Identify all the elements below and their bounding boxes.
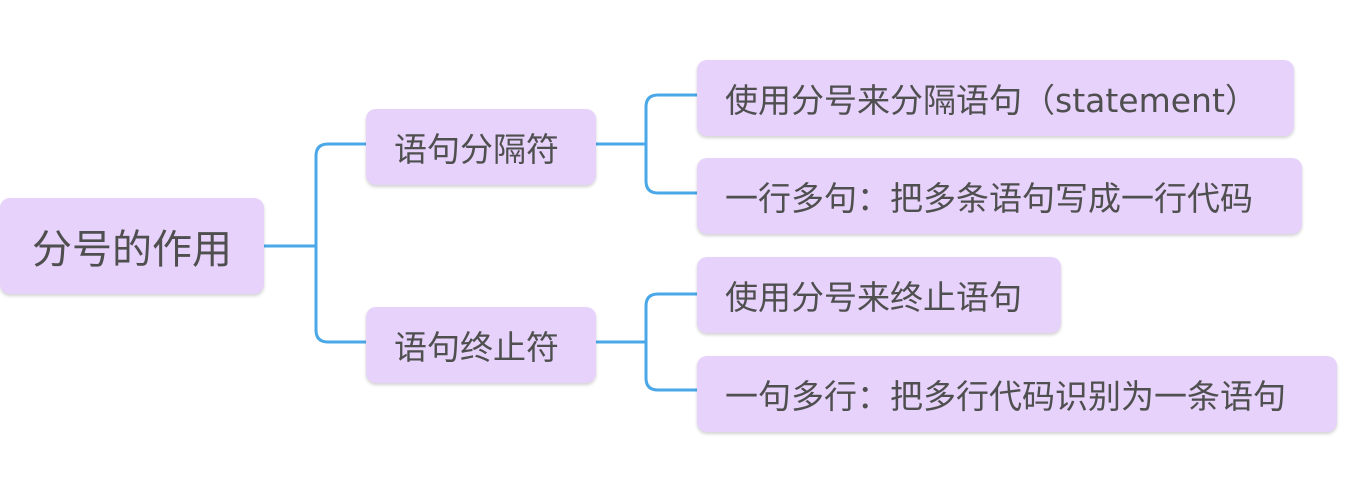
connector-branch-2-leaf-1 <box>644 292 699 344</box>
leaf-node-multi-line-statement[interactable]: 一句多行：把多行代码识别为一条语句 <box>697 356 1337 432</box>
connector-branch-1-leaf-1 <box>644 93 699 146</box>
leaf-node-label: 使用分号来分隔语句（statement） <box>725 81 1258 120</box>
root-node-label: 分号的作用 <box>32 227 232 273</box>
branch-node-label: 语句分隔符 <box>394 130 559 169</box>
leaf-node-multiple-per-line[interactable]: 一行多句：把多条语句写成一行代码 <box>697 158 1302 234</box>
connector-branch-1-leaf-2 <box>644 142 699 195</box>
leaf-node-terminate-statements[interactable]: 使用分号来终止语句 <box>697 257 1061 333</box>
leaf-node-label: 一句多行：把多行代码识别为一条语句 <box>725 377 1286 416</box>
branch-node-terminator[interactable]: 语句终止符 <box>366 307 596 383</box>
leaf-node-label: 使用分号来终止语句 <box>725 278 1022 317</box>
connector-root-branch-2 <box>314 244 368 344</box>
connector-root-branch-1 <box>314 142 368 248</box>
branch-node-label: 语句终止符 <box>394 328 559 367</box>
branch-node-separator[interactable]: 语句分隔符 <box>366 109 596 185</box>
root-node[interactable]: 分号的作用 <box>0 198 264 294</box>
leaf-node-separate-statements[interactable]: 使用分号来分隔语句（statement） <box>697 60 1294 136</box>
connector-branch-2-leaf-2 <box>644 340 699 392</box>
leaf-node-label: 一行多句：把多条语句写成一行代码 <box>725 179 1253 218</box>
